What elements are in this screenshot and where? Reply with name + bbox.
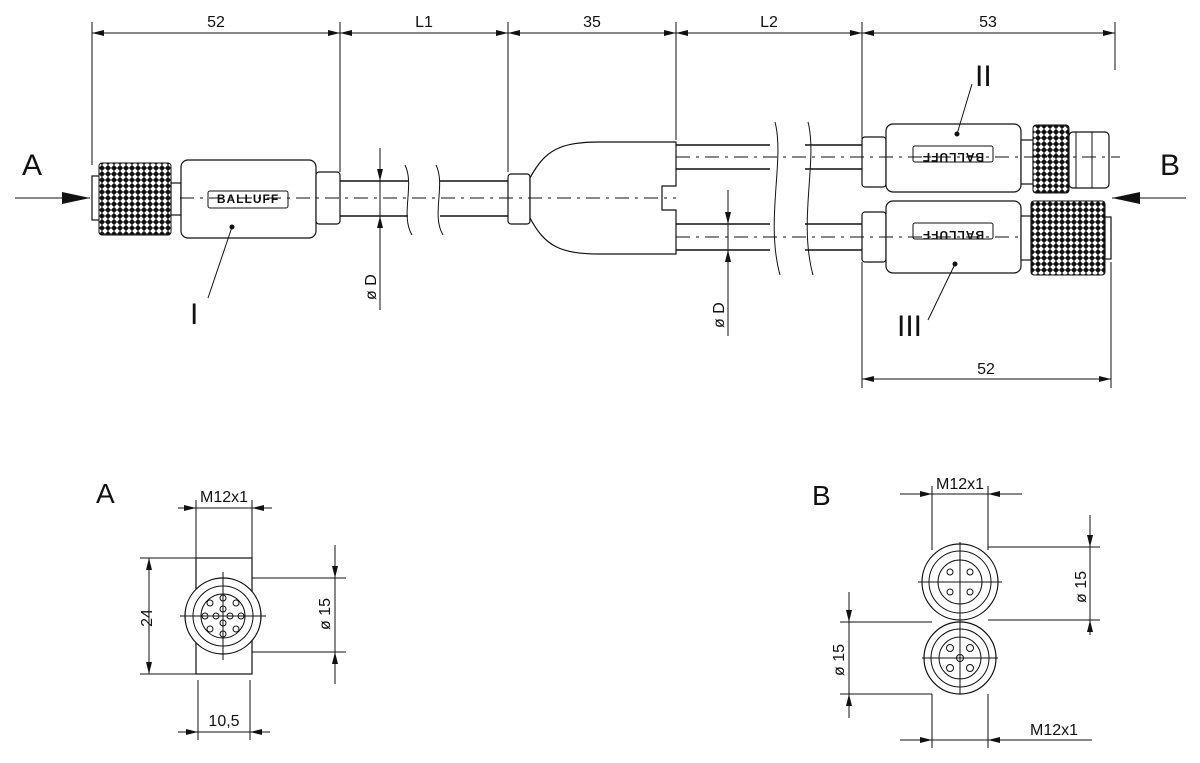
cable-left: ø D: [340, 148, 508, 310]
view-a-thread: M12x1: [200, 489, 248, 506]
knurled-nut-iii: [1030, 200, 1106, 276]
end-view-b: B M12x1 ø 15: [812, 476, 1100, 748]
logo-connector-ii: BALLUFF: [922, 150, 984, 164]
part-ii-label: II: [975, 60, 992, 93]
view-arrow-a: A: [15, 149, 90, 204]
end-view-a-title: A: [96, 478, 115, 509]
top-dimension-chain: 52 L1 35 L2 53: [91, 14, 1116, 172]
dim-52-bottom: 52: [977, 361, 995, 378]
center-lines: [180, 156, 1120, 238]
view-arrow-b: B: [1112, 149, 1186, 204]
end-view-b-title: B: [812, 480, 831, 511]
view-b-thread-bottom: M12x1: [1030, 722, 1078, 739]
view-a-diameter: ø 15: [317, 598, 334, 630]
knurled-nut-ii: [1032, 124, 1070, 194]
dim-l2: L2: [760, 14, 778, 31]
view-b-diameter-top: ø 15: [1073, 571, 1090, 603]
connector-iii: BALLUFF III: [861, 200, 1112, 343]
dim-l1: L1: [415, 14, 433, 31]
logo-connector-iii: BALLUFF: [922, 228, 984, 242]
dim-35: 35: [583, 14, 601, 31]
dia-d-left: ø D: [363, 274, 380, 300]
knurled-nut-i: [98, 162, 172, 236]
view-a-height: 24: [139, 609, 156, 627]
dim-52-top: 52: [207, 14, 225, 31]
view-a-width: 10,5: [208, 713, 239, 730]
part-iii-label: III: [897, 310, 922, 343]
bottom-dimension: 52: [861, 262, 1112, 388]
view-b-diameter-bottom: ø 15: [831, 644, 848, 676]
end-view-a: A M12x1 24: [96, 478, 346, 740]
y-splitter: [507, 141, 677, 255]
part-i-label: I: [190, 298, 198, 331]
dia-d-right: ø D: [711, 302, 728, 328]
view-b-thread-top: M12x1: [936, 476, 984, 493]
view-a-label: A: [22, 149, 42, 182]
view-b-label: B: [1160, 149, 1180, 182]
cable-branches: ø D: [676, 121, 862, 336]
dim-53: 53: [979, 14, 997, 31]
connector-ii: BALLUFF II: [861, 60, 1110, 194]
connector-i: BALLUFF I: [91, 159, 341, 331]
logo-connector-i: BALLUFF: [217, 192, 279, 206]
